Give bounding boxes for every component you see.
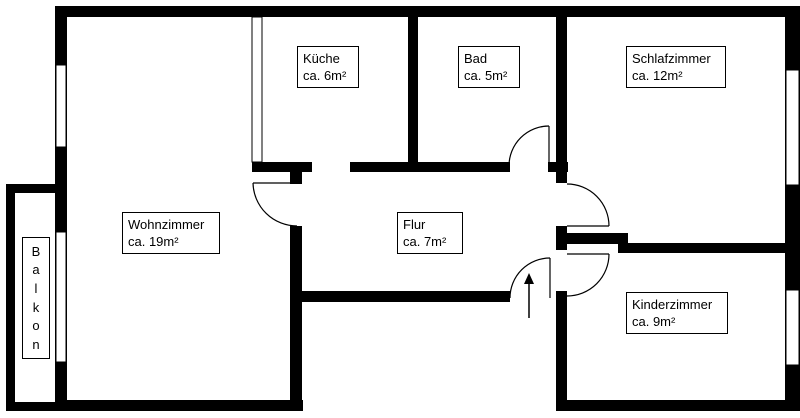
door-schlafzimmer-swing [566, 183, 610, 227]
outer-wall-top [55, 6, 800, 17]
room-area: ca. 5m² [464, 68, 508, 83]
window-right-lower [785, 289, 800, 366]
outer-wall-bottom-left [55, 400, 303, 411]
wall-kitchen-bottom-stub [290, 162, 302, 184]
balkon-letter: o [32, 318, 40, 334]
balcony-wall-top [6, 184, 56, 193]
balkon-letter: B [31, 243, 41, 259]
balcony-wall-left [6, 184, 15, 411]
room-name: Kinderzimmer [632, 297, 713, 312]
wall-kitchen-bottom-left [252, 162, 312, 172]
wall-kitchen-bottom-right [350, 162, 510, 172]
room-area: ca. 7m² [403, 234, 447, 249]
room-name: Wohnzimmer [128, 217, 205, 232]
wall-flur-bottom [302, 291, 510, 302]
room-area: ca. 6m² [303, 68, 347, 83]
window-right-upper [785, 69, 800, 186]
door-wohnzimmer-swing [252, 182, 298, 227]
room-label-wohnzimmer: Wohnzimmer ca. 19m² [122, 212, 220, 254]
room-name: Bad [464, 51, 488, 66]
room-label-flur: Flur ca. 7m² [397, 212, 463, 254]
door-kinderzimmer-swing [566, 253, 610, 297]
room-area: ca. 12m² [632, 68, 683, 83]
balcony-wall-bottom [6, 402, 56, 411]
door-bad-swing [508, 125, 550, 167]
wall-bad-stub [548, 162, 568, 172]
wall-wohnzimmer-flur [290, 226, 302, 411]
outer-wall-bottom-right [556, 400, 800, 411]
wall-schlaf-kinder-main [618, 243, 800, 253]
room-name: Schlafzimmer [632, 51, 711, 66]
room-label-kueche: Küche ca. 6m² [297, 46, 359, 88]
wall-flur-right-lower [556, 291, 567, 411]
room-area: ca. 9m² [632, 314, 676, 329]
room-name: Flur [403, 217, 426, 232]
entrance-arrow-head [524, 273, 534, 284]
room-label-kinderzimmer: Kinderzimmer ca. 9m² [626, 292, 728, 334]
room-label-bad: Bad ca. 5m² [458, 46, 520, 88]
room-area: ca. 19m² [128, 234, 179, 249]
window-left-upper [55, 64, 67, 148]
window-left-lower [55, 231, 67, 363]
window-kitchen-partition [251, 16, 263, 163]
wall-schlaf-kinder-step [556, 233, 628, 244]
wall-kitchen-bad [408, 17, 418, 172]
balkon-letter: a [32, 262, 40, 278]
room-name: Küche [303, 51, 340, 66]
balkon-letter: k [32, 299, 40, 315]
balkon-letter: l [34, 281, 38, 297]
room-label-balkon: B a l k o n [22, 237, 50, 359]
balkon-letter: n [32, 337, 40, 353]
wall-bad-schlafzimmer [556, 17, 567, 183]
room-label-schlafzimmer: Schlafzimmer ca. 12m² [626, 46, 726, 88]
door-entrance-swing [509, 257, 551, 299]
